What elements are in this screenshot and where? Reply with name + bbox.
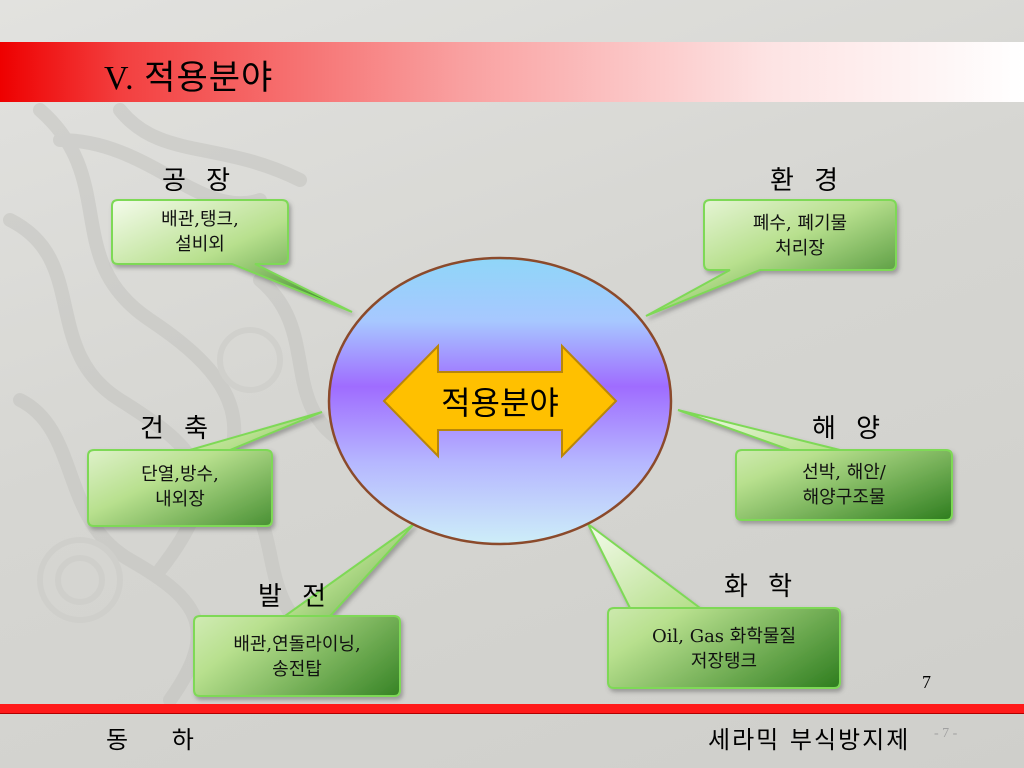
callout-text-power: 배관,연돌라이닝, 송전탑 [233, 634, 361, 680]
callout-architecture [87, 411, 323, 527]
callout-text-architecture: 단열,방수, 내외장 [141, 464, 219, 510]
title-bar [0, 42, 1024, 102]
footer-company: 동 하 [106, 726, 212, 754]
callout-text-chemical: Oil, Gas 화학물질 저장탱크 [651, 626, 797, 672]
page-number: 7 [922, 672, 931, 692]
label-architecture: 건 축 [140, 414, 215, 444]
callout-marine [677, 409, 953, 521]
callout-environment [645, 199, 897, 317]
label-marine: 해 양 [812, 414, 887, 444]
callout-factory [111, 199, 353, 313]
callout-text-marine: 선박, 해안/ 해양구조물 [802, 462, 886, 508]
label-power: 발 전 [258, 582, 333, 612]
label-chemical: 화 학 [724, 572, 799, 602]
center-label: 적용분야 [441, 384, 559, 422]
footer-page-number: - 7 - [934, 726, 958, 741]
footer-divider [0, 704, 1024, 713]
label-environment: 환 경 [770, 166, 845, 196]
double-arrow-icon [382, 343, 618, 459]
callout-text-factory: 배관,탱크, 설비외 [161, 209, 239, 255]
callout-text-environment: 폐수, 폐기물 처리장 [752, 213, 848, 259]
callout-power [193, 523, 415, 697]
slide-title: V. 적용분야 [104, 60, 274, 97]
label-factory: 공 장 [162, 166, 237, 196]
footer-product: 세라믹 부식방지제 [708, 726, 911, 754]
callout-chemical [587, 523, 841, 689]
